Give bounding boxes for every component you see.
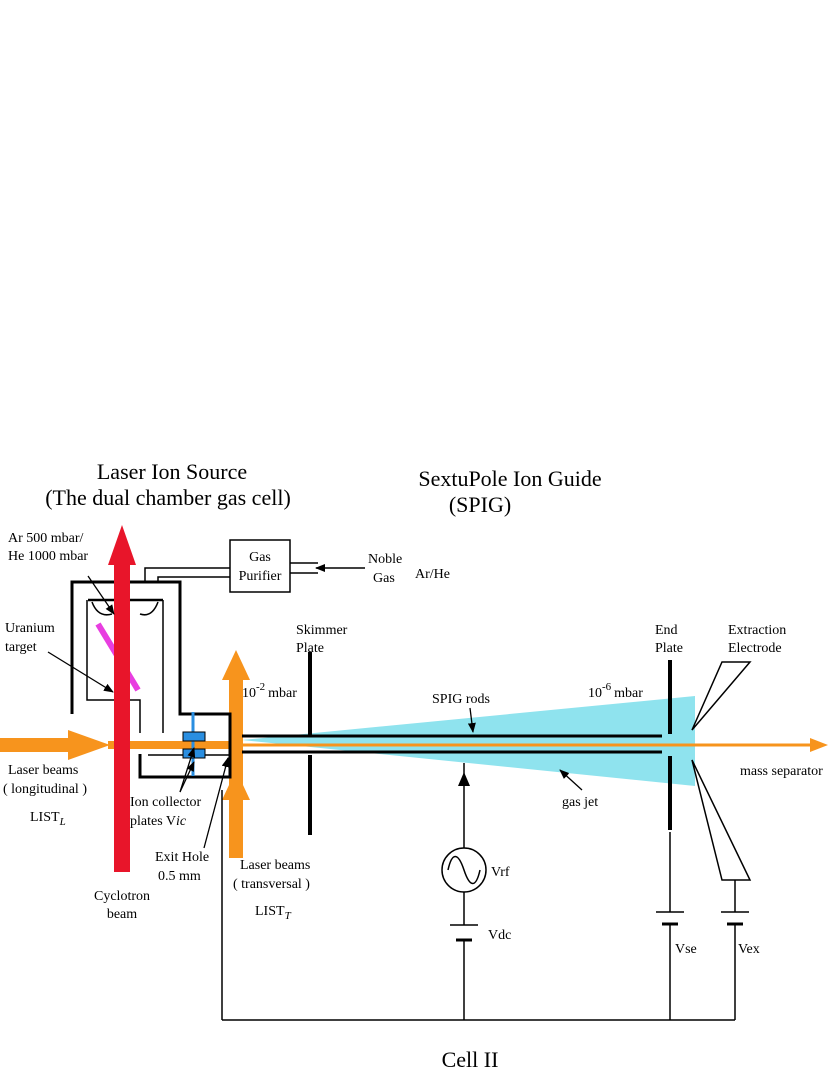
label-end: End [655, 623, 678, 638]
label-vdc: Vdc [488, 928, 511, 943]
label-beam: beam [107, 907, 137, 922]
label-laser-long-dir: ( longitudinal ) [3, 782, 87, 797]
battery-icon [450, 924, 478, 942]
wiring [221, 763, 736, 1021]
svg-text:Purifier: Purifier [239, 569, 282, 584]
label-ar-he: Ar/He [415, 567, 450, 582]
label-skimmer-plate: Plate [296, 641, 324, 656]
label-vrf: Vrf [491, 865, 510, 880]
cyclotron-beam [108, 525, 136, 872]
label-electrode: Electrode [728, 641, 782, 656]
label-target: target [5, 640, 37, 655]
label-list-t: LISTT [255, 904, 292, 922]
label-plates-vic: plates Vic [130, 814, 187, 829]
spig-rods [242, 734, 662, 754]
label-gas-jet: gas jet [562, 795, 598, 810]
title-dual-chamber: (The dual chamber gas cell) [45, 485, 291, 510]
label-skimmer: Skimmer [296, 623, 348, 638]
sine-wave-icon [441, 847, 487, 893]
label-ar-pressure: Ar 500 mbar/ [8, 531, 84, 546]
label-spig-rods: SPIG rods [432, 692, 490, 707]
gas-cell-chamber [70, 567, 232, 779]
label-he-pressure: He 1000 mbar [8, 549, 88, 564]
laser-beam-longitudinal [0, 730, 828, 760]
battery-icon [656, 911, 684, 926]
battery-icon [721, 911, 749, 926]
label-cyclotron: Cyclotron [94, 889, 150, 904]
label-end-plate: Plate [655, 641, 683, 656]
label-list-l: LISTL [30, 810, 66, 828]
pointer-arrows [47, 575, 583, 849]
label-vse: Vse [675, 942, 697, 957]
label-extraction: Extraction [728, 623, 786, 638]
gas-purifier: Gas Purifier [229, 539, 365, 593]
label-uranium: Uranium [5, 621, 55, 636]
label-laser-long: Laser beams [8, 763, 78, 778]
label-laser-trans: Laser beams [240, 858, 310, 873]
label-mass-separator: mass separator [740, 764, 823, 779]
label-ion-collector: Ion collector [130, 795, 201, 810]
svg-text:Gas: Gas [249, 550, 271, 565]
label-vex: Vex [738, 942, 760, 957]
extraction-electrode [691, 661, 752, 881]
laser-beam-transversal [222, 650, 250, 858]
title-laser-ion-source: Laser Ion Source [97, 459, 247, 484]
label-gas: Gas [373, 571, 395, 586]
title-spig: SextuPole Ion Guide [418, 466, 601, 491]
label-laser-trans-dir: ( transversal ) [233, 877, 310, 892]
title-cell-ii: Cell II [442, 1047, 499, 1072]
label-noble: Noble [368, 552, 402, 567]
title-spig-abbr: (SPIG) [449, 492, 511, 517]
label-exit-hole: Exit Hole [155, 850, 209, 865]
spig-rf-arrow [458, 772, 470, 786]
gas-jet-cone [242, 696, 695, 786]
label-exit-size: 0.5 mm [158, 869, 201, 884]
